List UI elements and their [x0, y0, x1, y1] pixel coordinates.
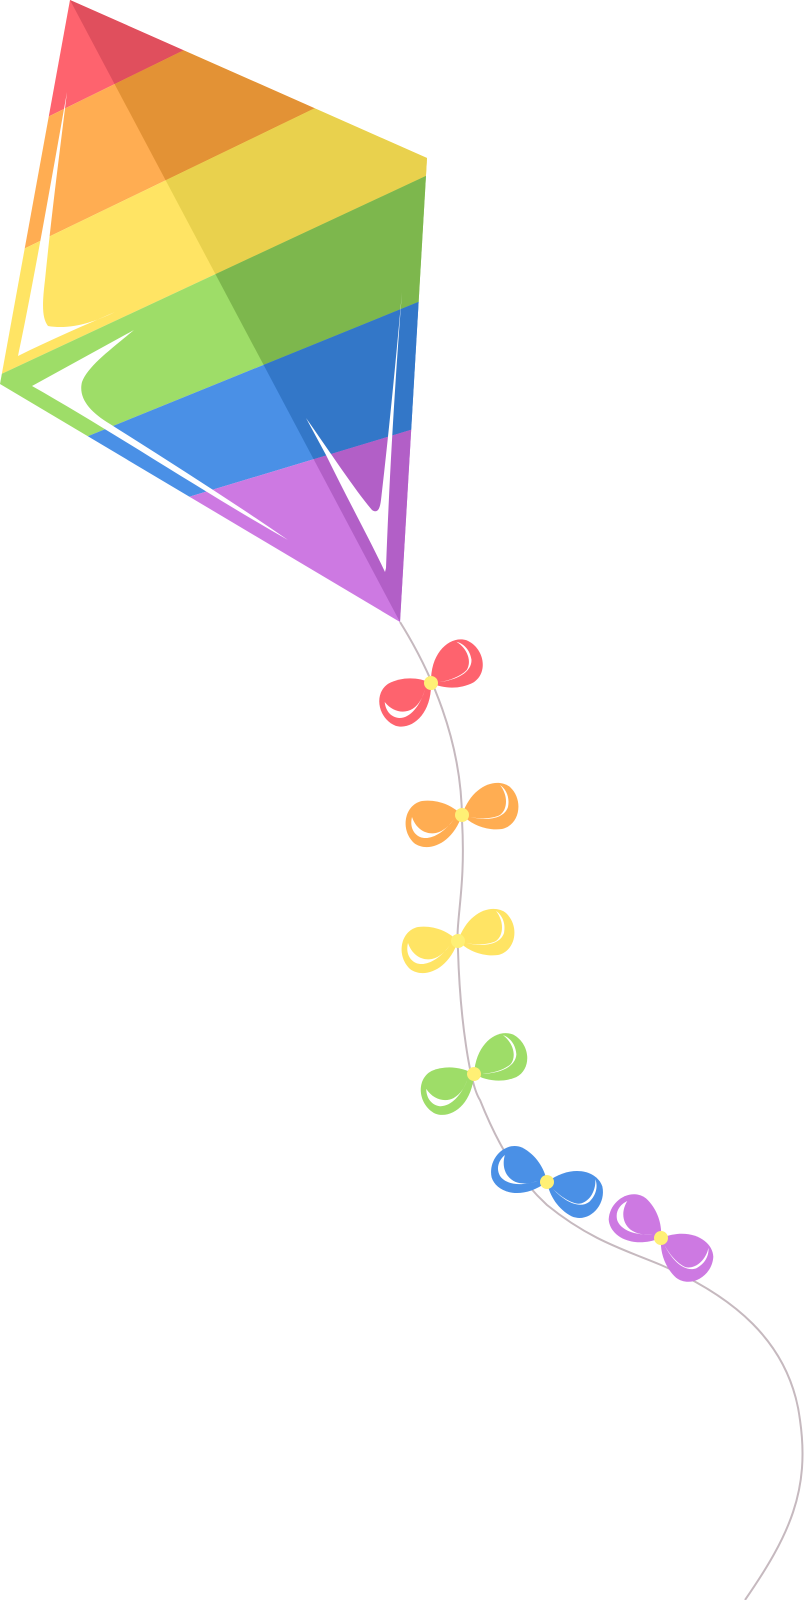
bow-loop-right [430, 639, 483, 688]
bow-knot [455, 808, 469, 822]
bow-highlight-left [411, 817, 454, 839]
bow-highlight-left [616, 1200, 653, 1235]
kite-highlights [18, 92, 402, 572]
bow-highlight-left [407, 943, 450, 965]
bow-highlight-left [498, 1154, 539, 1185]
bow-loop-right [458, 908, 515, 956]
bow-loop-right [660, 1233, 714, 1282]
bow-knot [540, 1175, 554, 1189]
bow-blue [491, 1146, 603, 1218]
bow-knot [467, 1067, 481, 1081]
bow-green [420, 1033, 528, 1115]
bow-red [379, 639, 483, 727]
bow-orange [405, 782, 519, 848]
bow-knot [451, 934, 465, 948]
bow-knot [424, 676, 438, 690]
bow-yellow [401, 908, 515, 974]
bow-purple [608, 1194, 714, 1282]
bow-loop-left [491, 1146, 547, 1193]
bow-highlight-left [384, 689, 425, 719]
kite-string [399, 621, 804, 1600]
kite-highlight-top-left [18, 92, 115, 356]
bows [379, 639, 714, 1282]
bow-highlight-left [426, 1079, 468, 1107]
bow-loop-right [462, 782, 519, 830]
bow-loop-right [547, 1171, 603, 1218]
bow-knot [654, 1231, 668, 1245]
